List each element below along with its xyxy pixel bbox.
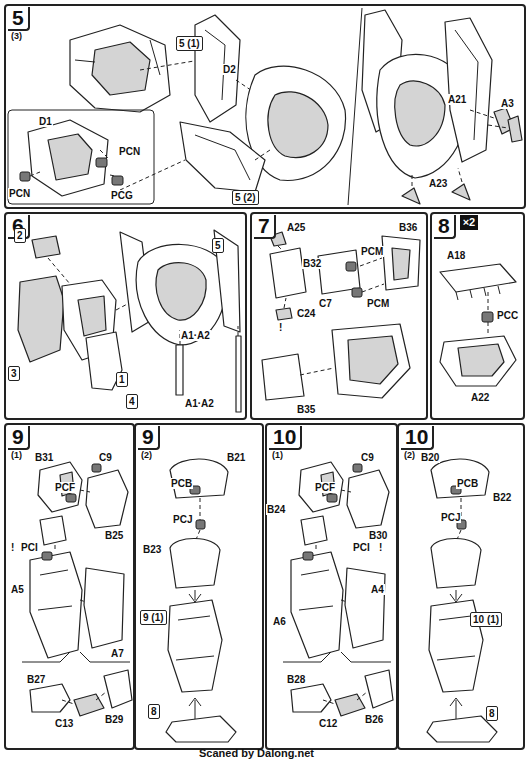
part-label: A6 (272, 616, 287, 627)
part-label: B26 (364, 714, 384, 725)
sub-step: (3) (8, 31, 30, 42)
part-label: PCG (110, 190, 134, 201)
part-label: PCM (366, 298, 390, 309)
part-label: B30 (368, 530, 388, 541)
step-reference: 5 (2) (232, 190, 259, 205)
step-panel: 6 (4, 212, 247, 420)
part-label: D2 (222, 64, 237, 75)
step-number: 9 (8, 426, 30, 450)
step-reference: 4 (126, 394, 138, 409)
part-label: ! (378, 542, 383, 553)
part-label: B25 (104, 530, 124, 541)
step-number: 10 (401, 426, 434, 450)
step-header: 7 (254, 215, 276, 239)
part-label: A18 (446, 250, 466, 261)
part-label: PCM (360, 246, 384, 257)
part-label: PCN (8, 188, 31, 199)
part-label: B23 (142, 544, 162, 555)
part-label: A3 (500, 98, 515, 109)
part-label: C12 (318, 718, 338, 729)
part-label: B21 (226, 452, 246, 463)
step-reference: 5 (1) (176, 36, 203, 51)
part-label: PCJ (440, 512, 461, 523)
part-label: PCF (54, 482, 76, 493)
step-reference: 8 (486, 706, 498, 721)
part-label: B28 (286, 674, 306, 685)
part-label: B20 (420, 452, 440, 463)
step-panel: 10(2) (397, 423, 525, 750)
part-label: PCB (456, 478, 479, 489)
part-label: A7 (110, 648, 125, 659)
part-label: A4 (370, 584, 385, 595)
part-label: A5 (10, 584, 25, 595)
part-label: A25 (286, 222, 306, 233)
part-label: B29 (104, 714, 124, 725)
part-label: PCF (314, 482, 336, 493)
part-label: PCI (20, 542, 39, 553)
part-label: D1 (38, 116, 53, 127)
sub-step: (1) (8, 450, 30, 461)
part-label: A21 (447, 94, 467, 105)
step-header: 5(3) (8, 7, 30, 42)
step-reference: 2 (14, 228, 26, 243)
step-reference: 5 (212, 238, 224, 253)
step-panel: 7 (250, 212, 428, 420)
part-label: PCJ (172, 514, 193, 525)
part-label: C24 (296, 308, 316, 319)
step-reference: 8 (148, 704, 160, 719)
part-label: B31 (34, 452, 54, 463)
part-label: B32 (302, 258, 322, 269)
sub-step: (1) (269, 450, 302, 461)
part-label: C13 (54, 718, 74, 729)
sub-step: (2) (138, 450, 160, 461)
part-label: A22 (470, 392, 490, 403)
step-number: 7 (254, 215, 276, 239)
part-label: A23 (428, 178, 448, 189)
step-reference: 3 (8, 366, 20, 381)
step-header: 10(1) (269, 426, 302, 461)
step-reference: 1 (116, 372, 128, 387)
part-label: C9 (98, 452, 113, 463)
step-reference: 10 (1) (470, 612, 502, 627)
part-label: B24 (266, 504, 286, 515)
step-number: 10 (269, 426, 302, 450)
part-label: B27 (26, 674, 46, 685)
part-label: B35 (296, 404, 316, 415)
part-label: PCI (352, 542, 371, 553)
step-number: 5 (8, 7, 30, 31)
step-header: 9(2) (138, 426, 160, 461)
part-label: A1·A2 (180, 330, 211, 341)
part-label: B22 (492, 492, 512, 503)
part-label: C7 (318, 298, 333, 309)
part-label: C9 (360, 452, 375, 463)
part-label: B36 (398, 222, 418, 233)
part-label: PCN (118, 146, 141, 157)
step-number: 9 (138, 426, 160, 450)
step-header: 9(1) (8, 426, 30, 461)
step-panel: 9(2) (134, 423, 264, 750)
step-header: 8 ×2 (434, 215, 478, 239)
step-number: 8 (434, 215, 456, 239)
watermark: Scaned by Dalong.net (198, 748, 315, 759)
step-reference: 9 (1) (140, 610, 167, 625)
part-label: A1·A2 (184, 398, 215, 409)
part-label: PCC (496, 310, 519, 321)
quantity-badge: ×2 (460, 215, 479, 230)
part-label: ! (10, 542, 15, 553)
part-label: ! (278, 322, 283, 333)
part-label: PCB (170, 478, 193, 489)
